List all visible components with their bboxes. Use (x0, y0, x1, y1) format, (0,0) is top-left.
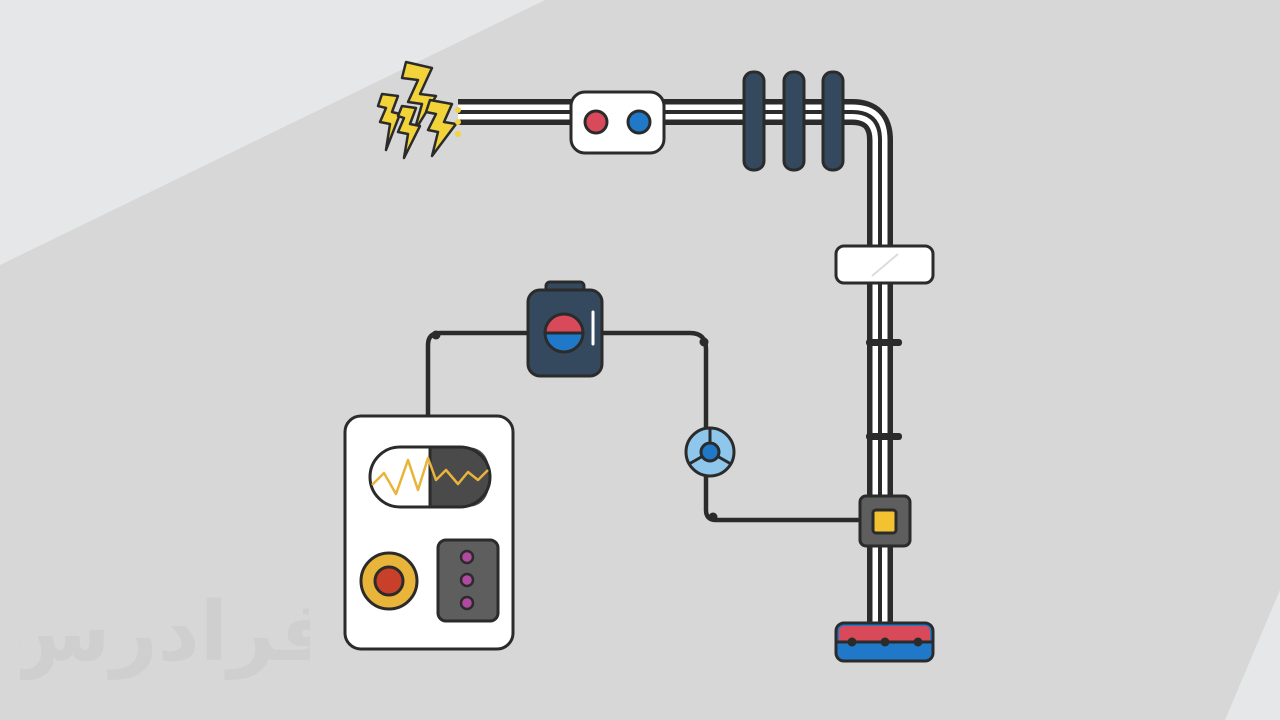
power-knob (359, 551, 419, 611)
watermark-text: فرادرس (20, 585, 310, 680)
watermark-logo: فرادرس (20, 585, 310, 680)
main-cable (458, 99, 893, 640)
wire-joints (431, 330, 718, 522)
lightning-bolt-icon (376, 60, 458, 160)
cable-ties (866, 339, 902, 440)
insulator-rings (742, 70, 845, 172)
battery-unit (526, 280, 604, 378)
indicator-panel (436, 538, 500, 623)
terminal-block (834, 621, 935, 663)
cable-clamp (834, 244, 935, 285)
spark-dots (455, 107, 461, 137)
measuring-device (343, 414, 515, 651)
flow-valve (684, 426, 736, 478)
oscilloscope-screen (368, 445, 492, 509)
junction-box (858, 494, 912, 548)
power-socket (569, 90, 666, 155)
